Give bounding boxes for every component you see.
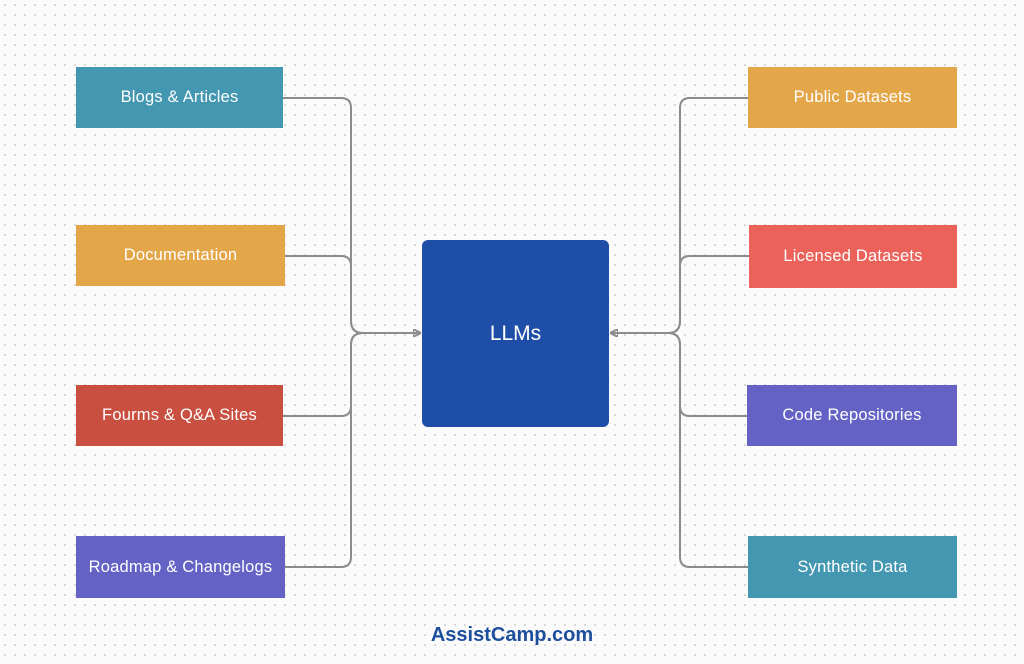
node-label: Licensed Datasets — [783, 247, 923, 265]
center-label: LLMs — [489, 321, 542, 345]
center-node-llms: LLMs — [422, 240, 609, 427]
connector-documentation — [285, 255, 420, 334]
node-label: Synthetic Data — [797, 557, 908, 576]
node-label: Fourms & Q&A Sites — [102, 406, 257, 424]
node-forums-qa: Fourms & Q&A Sites — [76, 385, 283, 446]
node-synthetic-data: Synthetic Data — [748, 536, 957, 598]
node-blogs-articles: Blogs & Articles — [76, 67, 283, 128]
node-licensed-datasets: Licensed Datasets — [749, 225, 957, 288]
node-code-repositories: Code Repositories — [747, 385, 957, 446]
node-documentation: Documentation — [76, 225, 285, 286]
connector-synthetic — [611, 332, 748, 568]
brand-watermark: AssistCamp.com — [430, 624, 594, 646]
node-label: Code Repositories — [782, 406, 922, 424]
connector-roadmap — [285, 332, 420, 568]
node-label: Roadmap & Changelogs — [88, 557, 273, 576]
node-public-datasets: Public Datasets — [748, 67, 957, 128]
node-roadmap-changelogs: Roadmap & Changelogs — [76, 536, 285, 598]
node-label: Blogs & Articles — [120, 88, 239, 106]
node-label: Public Datasets — [793, 88, 912, 106]
node-label: Documentation — [123, 246, 238, 264]
connector-licensed — [611, 255, 749, 334]
